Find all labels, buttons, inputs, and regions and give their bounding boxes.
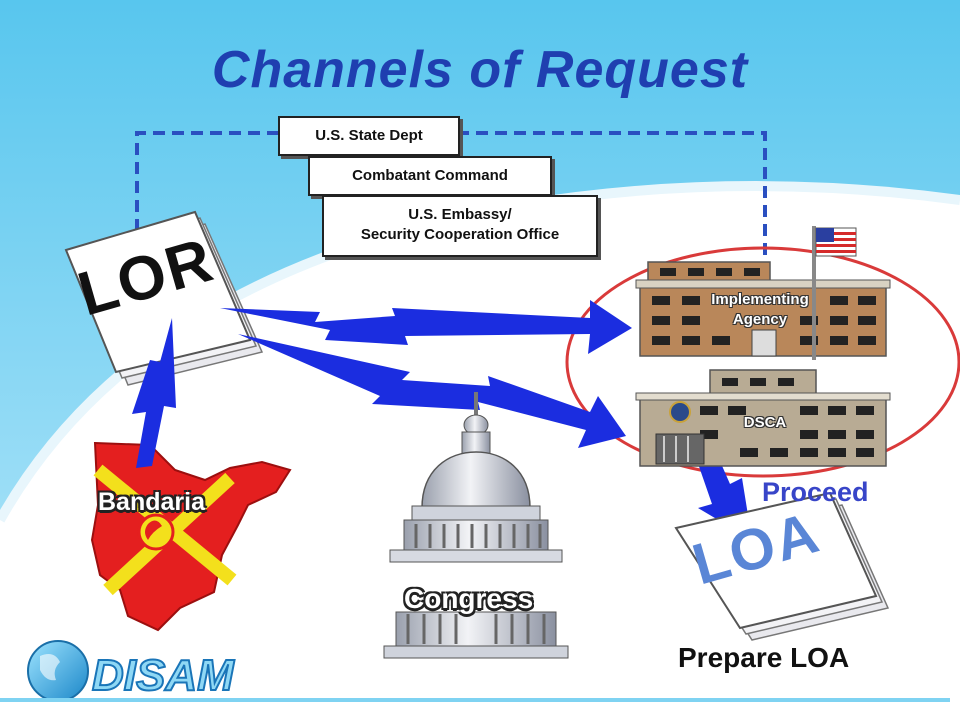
disam-logo — [0, 640, 950, 702]
embassy-box: U.S. Embassy/ Security Cooperation Offic… — [322, 195, 598, 257]
implementing-agency-label: Implementing Agency — [690, 290, 830, 330]
implementing-label-line1: Implementing — [711, 291, 809, 308]
bolt-bandaria-to-lor — [132, 318, 176, 468]
lor-document — [64, 210, 264, 386]
combatant-command-box: Combatant Command — [308, 156, 552, 196]
disam-logo-text: DISAM — [92, 651, 235, 700]
loa-document — [674, 491, 890, 641]
bolt-lor-to-dsca — [238, 334, 626, 448]
dsca-building — [635, 369, 891, 467]
bandaria-label: Bandaria — [98, 488, 205, 516]
slide-title: Channels of Request — [211, 41, 749, 99]
bolt-lor-to-implementing — [220, 300, 632, 354]
state-dept-box: U.S. State Dept — [278, 116, 460, 156]
embassy-label-line1: U.S. Embassy/ — [408, 206, 512, 223]
prepare-loa-label: Prepare LOA — [678, 642, 850, 673]
congress-label: Congress — [404, 583, 534, 614]
implementing-agency-building — [635, 226, 891, 360]
embassy-label-line2: Security Cooperation Office — [360, 226, 560, 243]
bandaria-map — [90, 441, 292, 632]
implementing-label-line2: Agency — [732, 311, 788, 328]
channel-dashed-line — [135, 131, 767, 282]
capitol-building — [383, 392, 569, 659]
agency-highlight-ellipse — [565, 246, 960, 478]
state-dept-label: U.S. State Dept — [315, 127, 423, 144]
dsca-label: DSCA — [743, 414, 787, 431]
combatant-command-label: Combatant Command — [352, 167, 508, 184]
proceed-label: Proceed — [762, 477, 869, 507]
